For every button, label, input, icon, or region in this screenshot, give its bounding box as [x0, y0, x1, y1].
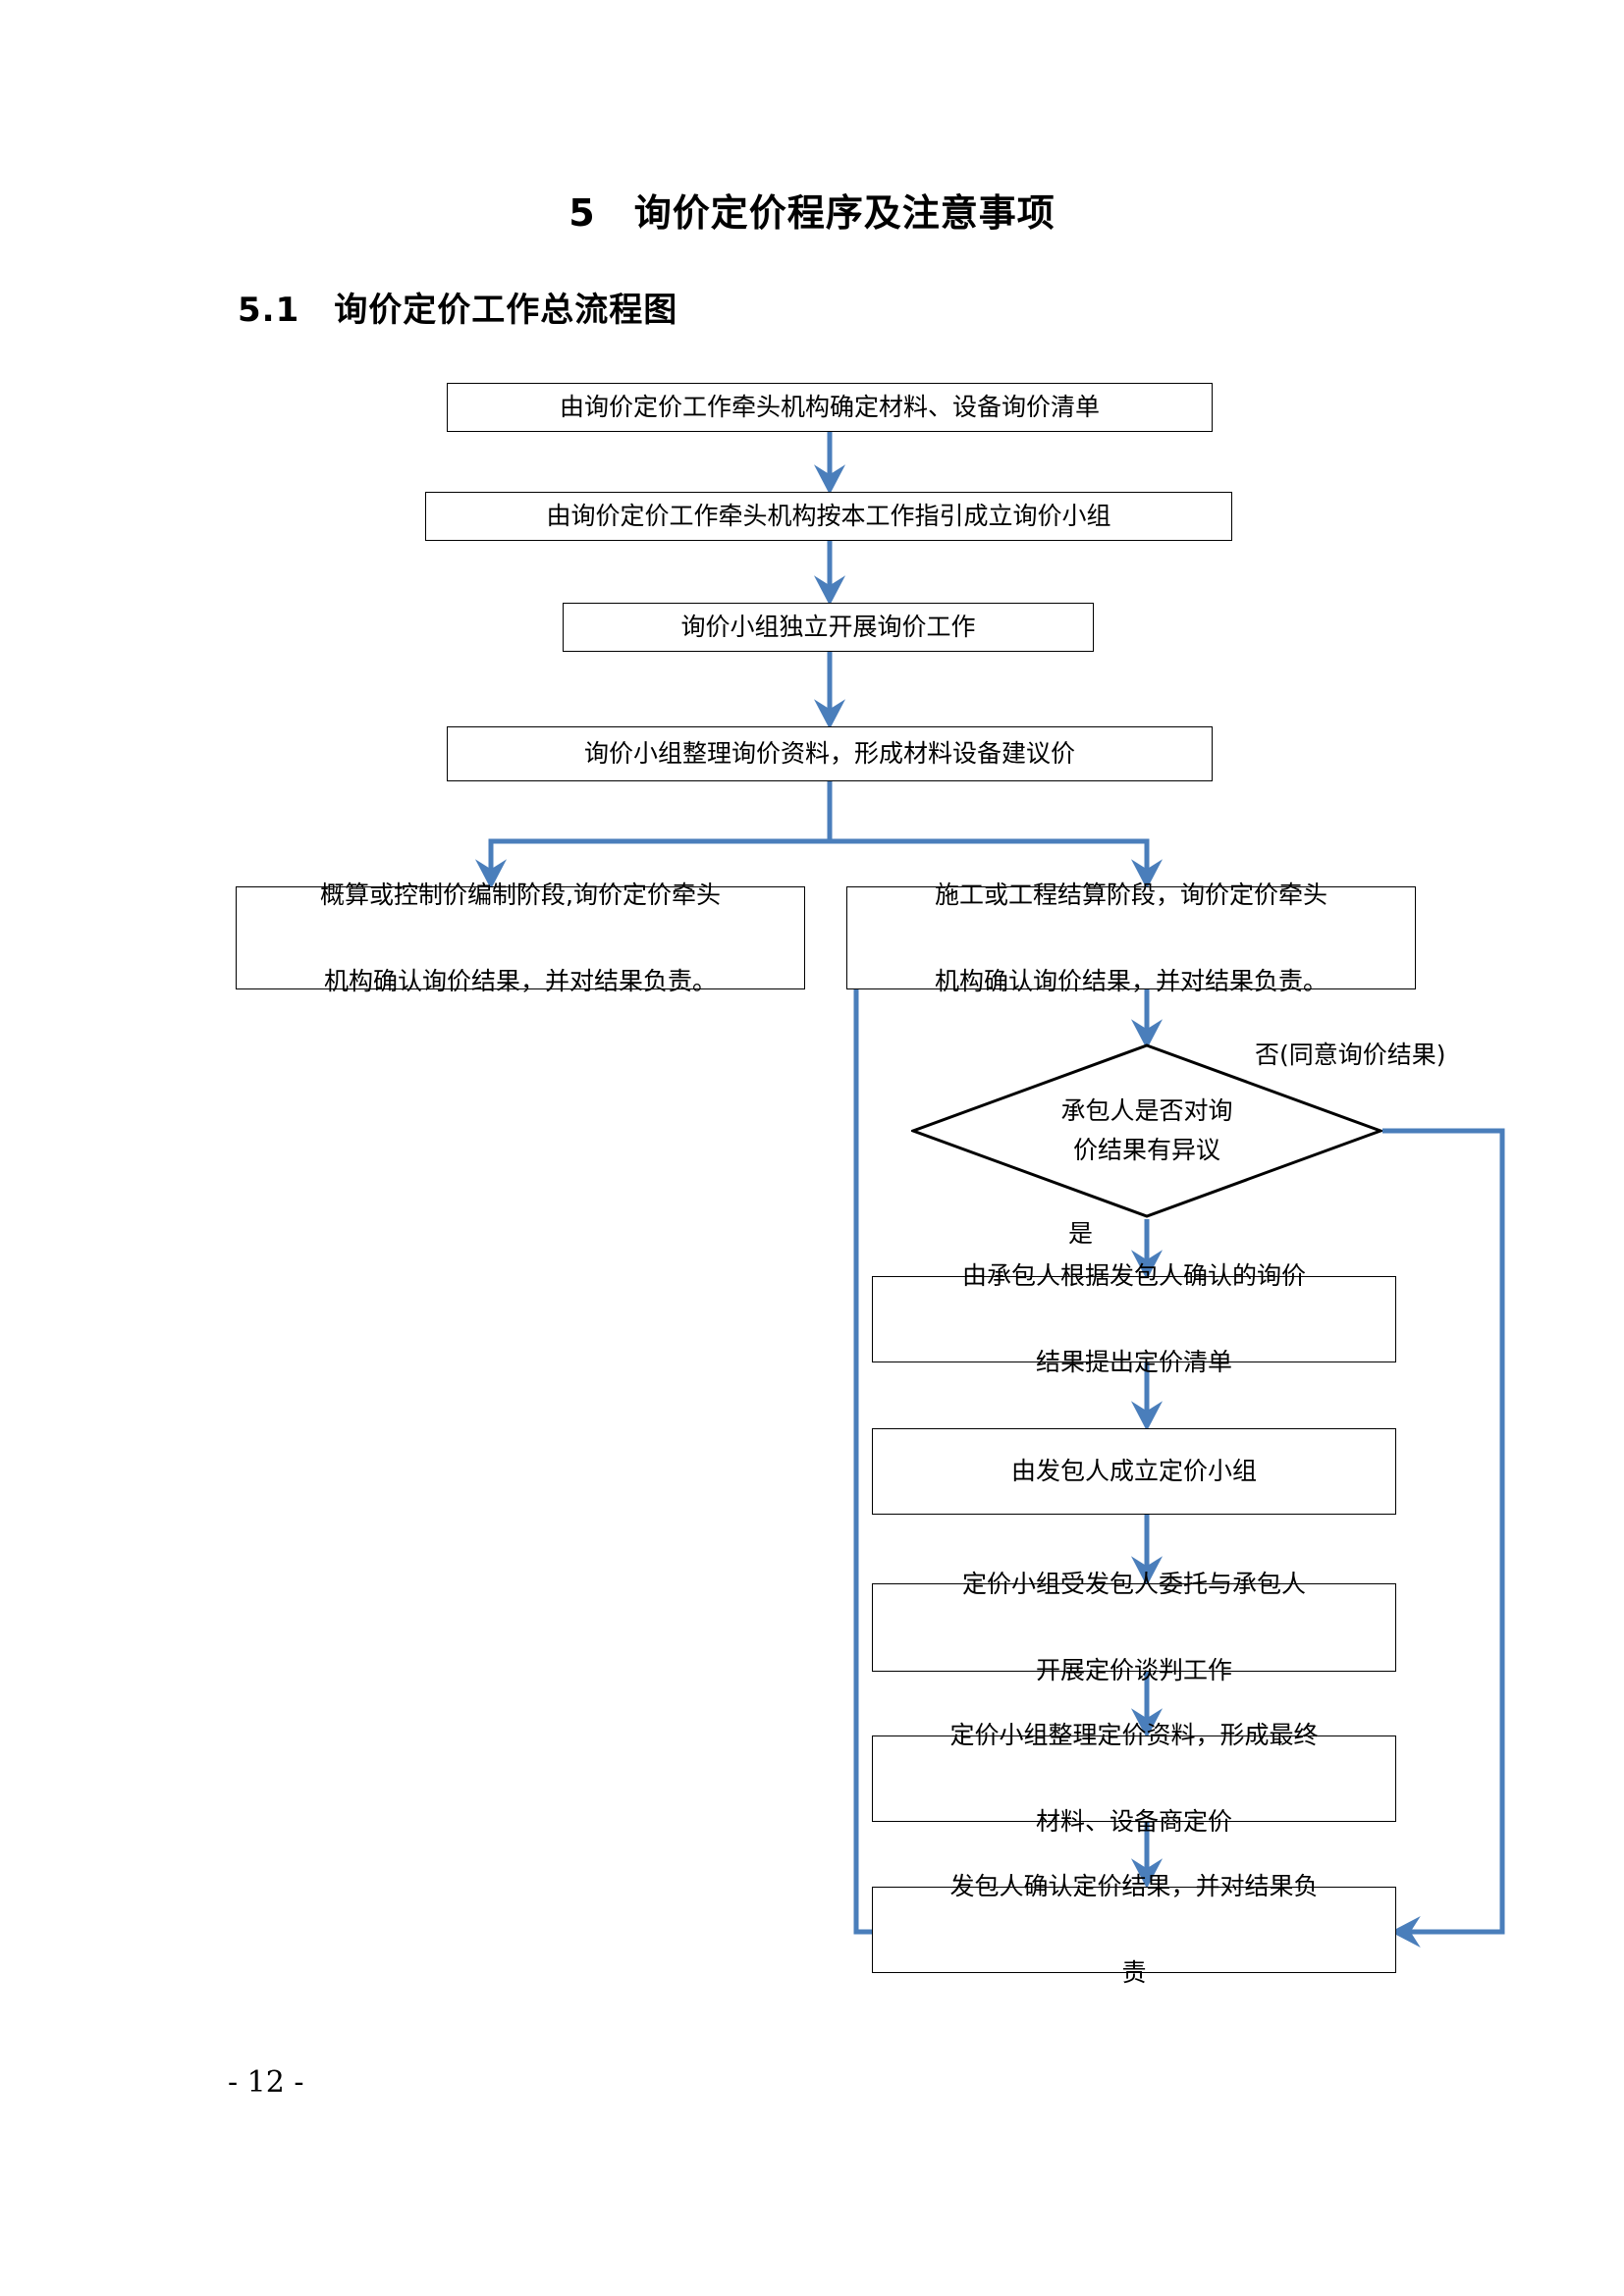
- edge-label-no: 否(同意询价结果): [1255, 1041, 1446, 1069]
- flow-node-n7-line1: 承包人是否对询: [1060, 1096, 1233, 1125]
- page-number: - 12 -: [228, 2065, 304, 2100]
- flow-node-n6-line1: 施工或工程结算阶段，询价定价牵头: [934, 880, 1327, 909]
- flow-node-n9[interactable]: 由发包人成立定价小组: [872, 1428, 1396, 1515]
- flow-node-n10-line2: 开展定价谈判工作: [1035, 1656, 1232, 1684]
- flow-node-n3[interactable]: 询价小组独立开展询价工作: [563, 603, 1094, 652]
- flow-node-n4-label: 询价小组整理询价资料，形成材料设备建议价: [583, 739, 1075, 768]
- page-title: 5 询价定价程序及注意事项: [568, 191, 1056, 235]
- flow-node-n10-label: 定价小组受发包人委托与承包人 开展定价谈判工作: [881, 1563, 1387, 1692]
- flow-node-n8-line1: 由承包人根据发包人确认的询价: [961, 1261, 1306, 1290]
- flow-node-n11-line1: 定价小组整理定价资料，形成最终: [949, 1721, 1319, 1749]
- flow-node-n12-line2: 责: [1121, 1958, 1147, 1987]
- flow-node-n11-line2: 材料、设备商定价: [1035, 1807, 1232, 1836]
- flow-node-n2-label: 由询价定价工作牵头机构按本工作指引成立询价小组: [546, 502, 1111, 530]
- edge-label-yes: 是: [1068, 1219, 1094, 1248]
- flow-node-n5[interactable]: 概算或控制价编制阶段,询价定价牵头 机构确认询价结果，并对结果负责。: [236, 881, 805, 995]
- flow-node-n5-label: 概算或控制价编制阶段,询价定价牵头 机构确认询价结果，并对结果负责。: [244, 874, 796, 1003]
- flow-node-n2[interactable]: 由询价定价工作牵头机构按本工作指引成立询价小组: [425, 492, 1232, 541]
- flow-node-n11[interactable]: 定价小组整理定价资料，形成最终 材料、设备商定价: [872, 1721, 1396, 1836]
- flow-node-n5-line2: 机构确认询价结果，并对结果负责。: [323, 966, 717, 995]
- flow-node-n7-line2: 价结果有异议: [1072, 1136, 1220, 1164]
- flow-node-n10-line1: 定价小组受发包人委托与承包人: [961, 1570, 1306, 1598]
- flow-node-n7-decision[interactable]: 承包人是否对询 价结果有异议: [911, 1043, 1382, 1218]
- flow-node-n4[interactable]: 询价小组整理询价资料，形成材料设备建议价: [447, 726, 1213, 781]
- flow-node-n1[interactable]: 由询价定价工作牵头机构确定材料、设备询价清单: [447, 383, 1213, 432]
- flow-node-n1-label: 由询价定价工作牵头机构确定材料、设备询价清单: [559, 393, 1100, 421]
- flow-node-n8-line2: 结果提出定价清单: [1035, 1348, 1232, 1376]
- diamond-shape: [911, 1043, 1382, 1218]
- flow-node-n10[interactable]: 定价小组受发包人委托与承包人 开展定价谈判工作: [872, 1570, 1396, 1684]
- flow-node-n12-line1: 发包人确认定价结果，并对结果负: [949, 1872, 1319, 1900]
- flow-node-n9-label: 由发包人成立定价小组: [1010, 1457, 1257, 1485]
- flow-node-n3-label: 询价小组独立开展询价工作: [680, 613, 976, 641]
- flow-node-n7-label: 承包人是否对询 价结果有异议: [911, 1043, 1382, 1218]
- flow-node-n6-label: 施工或工程结算阶段，询价定价牵头 机构确认询价结果，并对结果负责。: [855, 874, 1407, 1003]
- flow-node-n8[interactable]: 由承包人根据发包人确认的询价 结果提出定价清单: [872, 1261, 1396, 1376]
- flow-node-n7-textblock: 承包人是否对询 价结果有异议: [1060, 1092, 1232, 1170]
- section-heading-5-1: 5.1 询价定价工作总流程图: [238, 291, 678, 330]
- flow-node-n5-line1: 概算或控制价编制阶段,询价定价牵头: [320, 880, 721, 909]
- flow-node-n12-label: 发包人确认定价结果，并对结果负 责: [881, 1865, 1387, 1995]
- flow-node-n6-line2: 机构确认询价结果，并对结果负责。: [934, 966, 1327, 995]
- flow-node-n11-label: 定价小组整理定价资料，形成最终 材料、设备商定价: [881, 1714, 1387, 1843]
- flow-node-n8-label: 由承包人根据发包人确认的询价 结果提出定价清单: [881, 1255, 1387, 1384]
- flow-node-n6[interactable]: 施工或工程结算阶段，询价定价牵头 机构确认询价结果，并对结果负责。: [846, 881, 1416, 995]
- flow-node-n12[interactable]: 发包人确认定价结果，并对结果负 责: [872, 1872, 1396, 1987]
